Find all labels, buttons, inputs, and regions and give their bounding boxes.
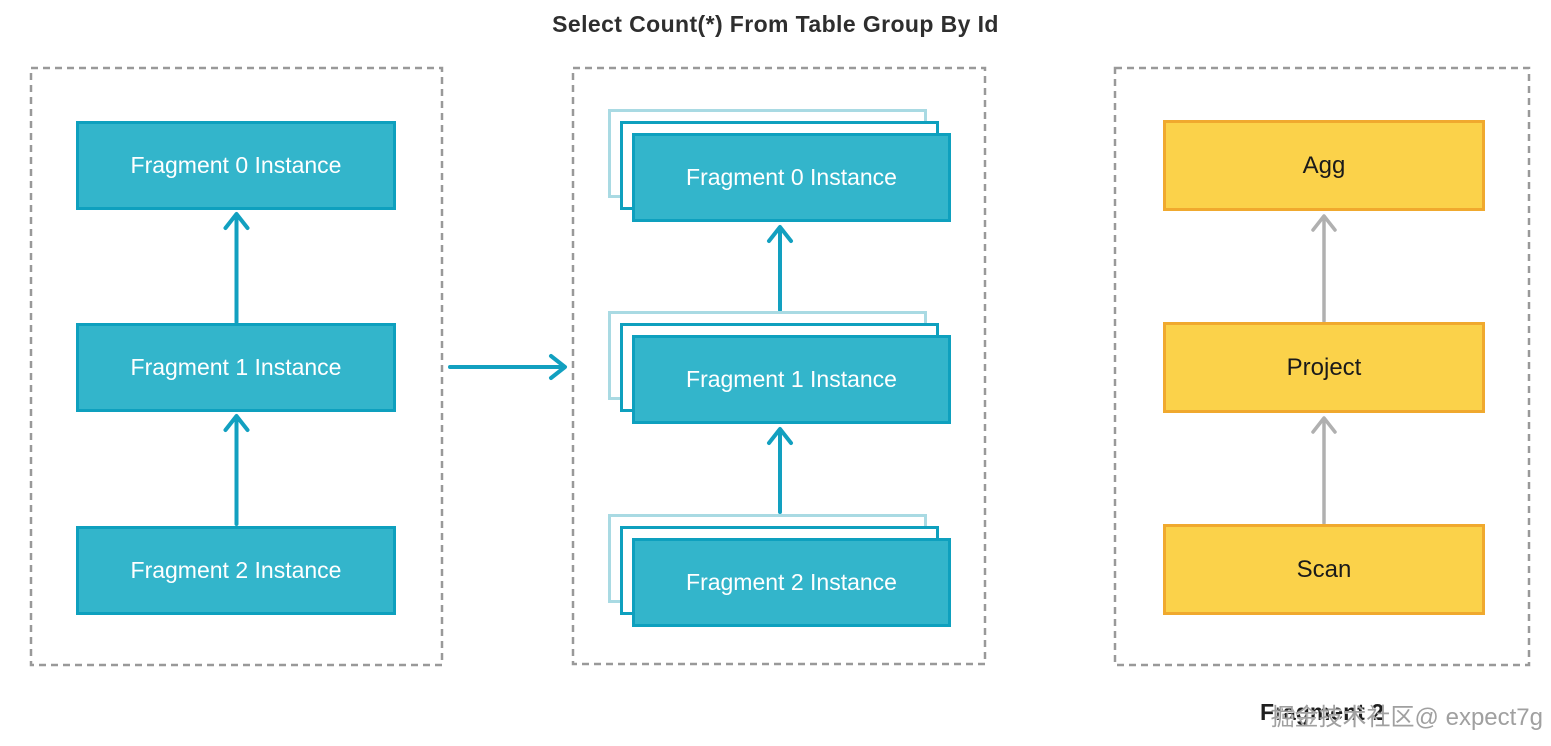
right-arrow-icon xyxy=(448,354,567,380)
page-title: Select Count(*) From Table Group By Id xyxy=(552,11,999,37)
fragment-0-instance-box: Fragment 0 Instance xyxy=(632,133,951,222)
fragment-2-panel-label: Fragment 2 xyxy=(1260,699,1384,725)
fragment-1-instance-stack: Fragment 1 Instance xyxy=(608,311,951,424)
right-panel-border xyxy=(1113,66,1531,667)
up-arrow-icon xyxy=(1311,416,1337,525)
fragment-1-instance-box: Fragment 1 Instance xyxy=(76,323,396,412)
watermark-text: 掘金技术社区@ expect7g xyxy=(1270,704,1543,731)
panel-fragment-instances-parallel: Fragment 0 Instance Fragment 1 Instance … xyxy=(573,68,985,664)
middle-panel-border xyxy=(571,66,987,666)
panel-fragment-2-plan: Agg Project Scan xyxy=(1115,68,1529,665)
fragment-2-instance-box: Fragment 2 Instance xyxy=(632,538,951,627)
agg-operator-box: Agg xyxy=(1163,120,1485,211)
scan-operator-box: Scan xyxy=(1163,524,1485,615)
fragment-1-instance-box: Fragment 1 Instance xyxy=(632,335,951,424)
fragment-2-instance-stack: Fragment 2 Instance xyxy=(608,514,951,627)
left-panel-border xyxy=(29,66,444,667)
up-arrow-icon xyxy=(1311,214,1337,323)
fragment-2-instance-box: Fragment 2 Instance xyxy=(76,526,396,615)
fragment-0-instance-box: Fragment 0 Instance xyxy=(76,121,396,210)
fragment-0-instance-stack: Fragment 0 Instance xyxy=(608,109,951,222)
panel-fragment-instances: Fragment 0 Instance Fragment 1 Instance … xyxy=(31,68,442,665)
up-arrow-icon xyxy=(223,414,250,526)
up-arrow-icon xyxy=(767,225,793,312)
project-operator-box: Project xyxy=(1163,322,1485,413)
up-arrow-icon xyxy=(767,427,793,514)
up-arrow-icon xyxy=(223,212,250,324)
